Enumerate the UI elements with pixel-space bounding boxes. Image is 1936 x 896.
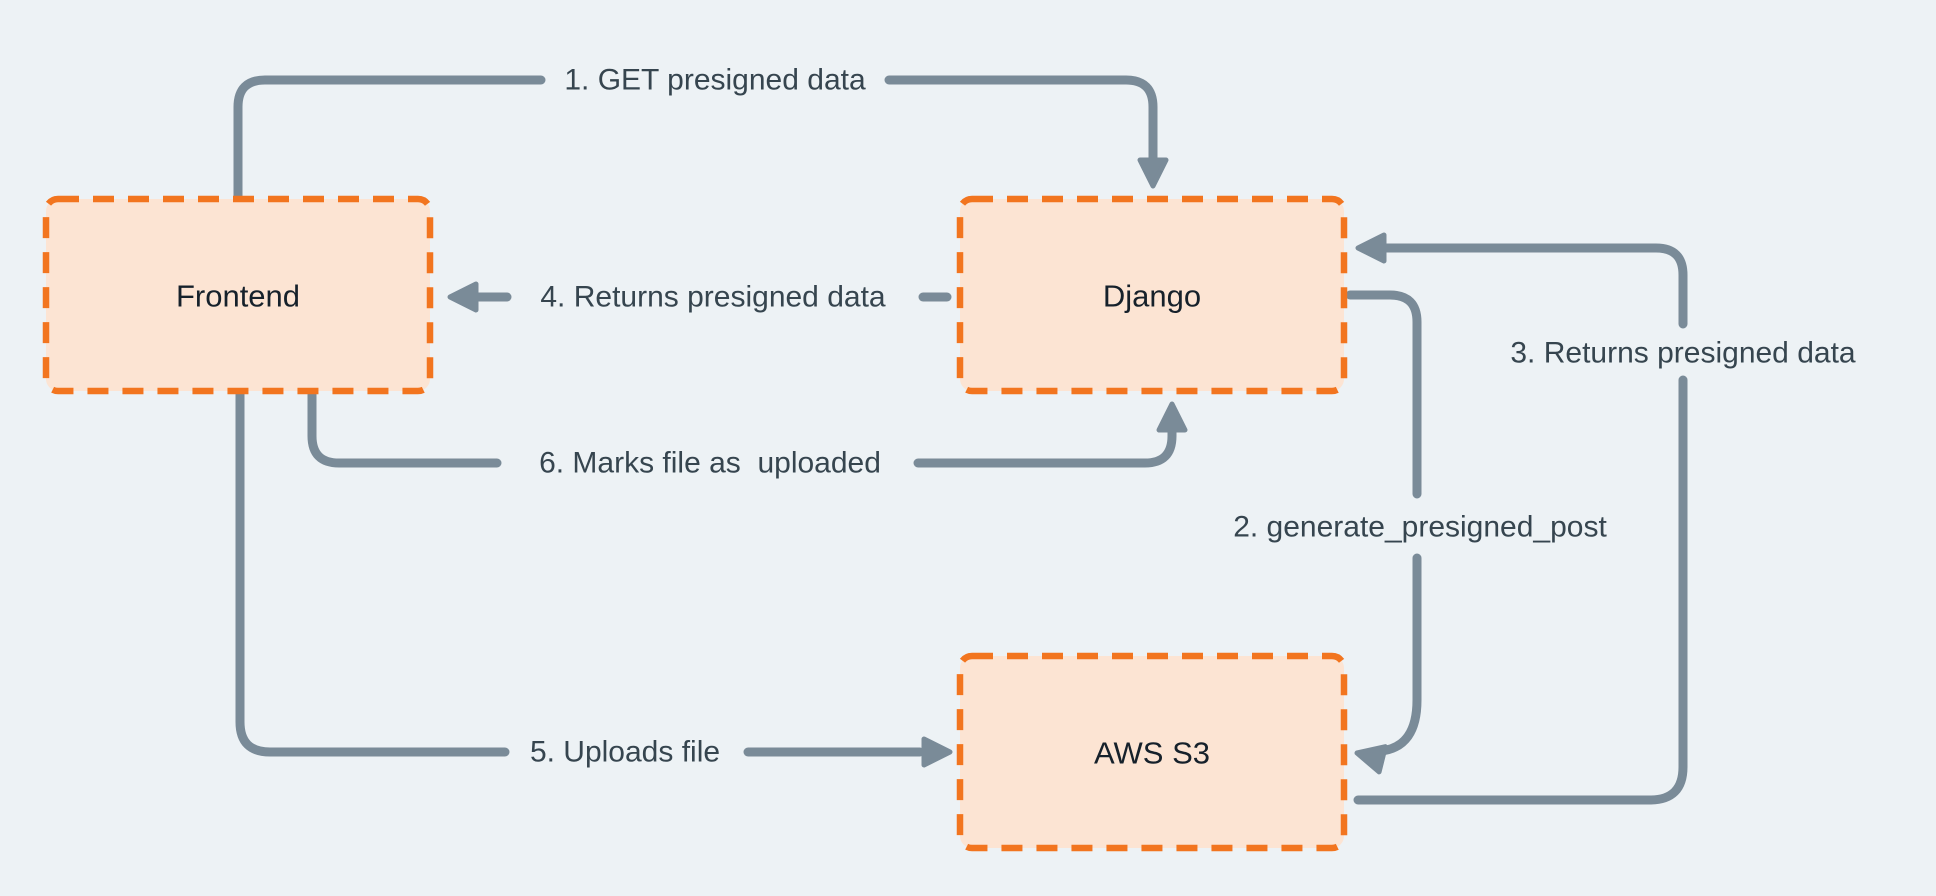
edge-1-label: 1. GET presigned data xyxy=(564,64,866,97)
edge-6-label: 6. Marks file as uploaded xyxy=(539,447,881,480)
django-node-label: Django xyxy=(1103,279,1201,314)
edge-returns-presigned-data-to-frontend: 4. Returns presigned data xyxy=(447,281,952,314)
edge-generate-presigned-post: 2. generate_presigned_post xyxy=(1233,290,1607,775)
edge-1-end-segment xyxy=(884,75,1158,163)
edge-2-start-segment xyxy=(1345,290,1422,499)
edge-1-start-segment xyxy=(233,75,546,204)
node-django: Django xyxy=(956,195,1348,395)
edge-2-arrowhead-left-icon xyxy=(1354,744,1388,775)
edge-uploads-file: 5. Uploads file xyxy=(235,387,953,769)
edge-3-arrowhead-left-icon xyxy=(1355,232,1387,264)
edge-5-label: 5. Uploads file xyxy=(530,736,720,769)
edge-1-arrowhead-down-icon xyxy=(1137,157,1169,189)
node-aws-s3: AWS S3 xyxy=(956,652,1348,852)
django-node-box xyxy=(956,195,1348,395)
edge-3-end-segment xyxy=(1381,243,1688,329)
edge-2-end-segment xyxy=(1376,553,1422,756)
node-frontend: Frontend xyxy=(42,195,434,395)
edge-6-start-segment xyxy=(307,387,502,468)
edge-6-end-segment xyxy=(913,427,1177,468)
frontend-node-label: Frontend xyxy=(176,279,300,314)
edge-marks-file-uploaded: 6. Marks file as uploaded xyxy=(307,387,1188,480)
edge-5-start-segment xyxy=(235,387,510,757)
edge-returns-presigned-data-to-django: 3. Returns presigned data xyxy=(1353,232,1856,805)
aws-s3-node-label: AWS S3 xyxy=(1094,736,1210,771)
edge-get-presigned-data: 1. GET presigned data xyxy=(233,64,1169,204)
edge-4-arrowhead-left-icon xyxy=(447,281,479,313)
edge-6-arrowhead-up-icon xyxy=(1156,401,1188,433)
edge-3-label: 3. Returns presigned data xyxy=(1510,337,1856,370)
edge-2-label: 2. generate_presigned_post xyxy=(1233,511,1607,544)
edge-3-start-segment xyxy=(1353,375,1688,805)
edge-5-arrowhead-right-icon xyxy=(921,736,953,768)
edge-4-label: 4. Returns presigned data xyxy=(540,281,886,314)
frontend-node-box xyxy=(42,195,434,395)
aws-s3-node-box xyxy=(956,652,1348,852)
